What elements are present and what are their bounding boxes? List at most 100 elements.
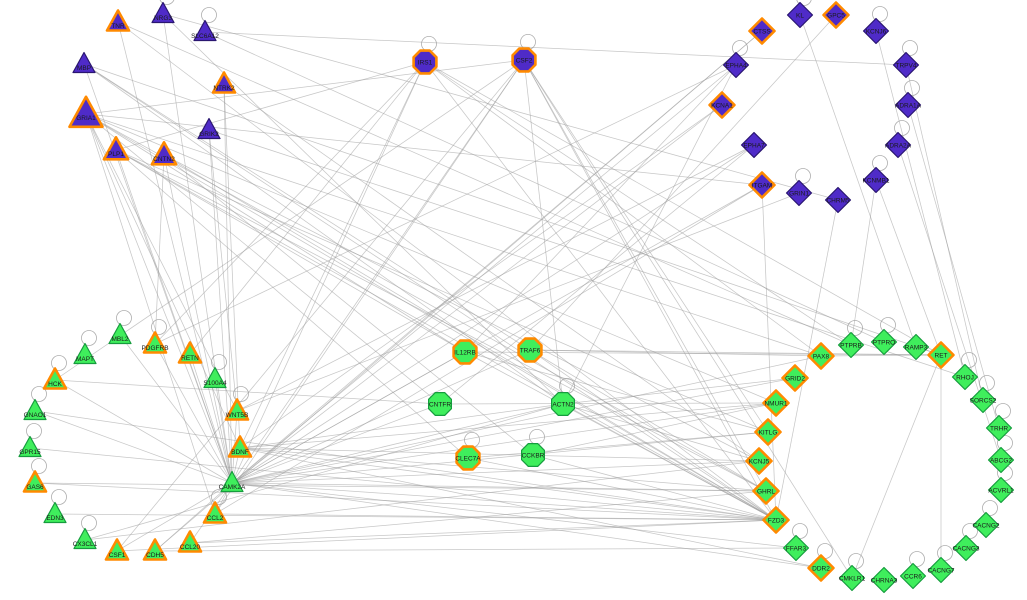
network-node-gria1[interactable]: GRIA1: [68, 95, 104, 129]
network-node-trpv4[interactable]: TRPV4: [892, 51, 920, 79]
network-node-ptprb[interactable]: PTPRB: [837, 331, 865, 359]
network-node-ffar3[interactable]: FFAR3: [782, 534, 810, 562]
network-edge: [239, 447, 777, 521]
network-node-itgam[interactable]: ITGAM: [748, 171, 776, 199]
network-node-kcnj6[interactable]: KCNJ6: [862, 17, 890, 45]
network-node-trhr[interactable]: TRHR: [985, 414, 1013, 442]
network-edge: [464, 64, 737, 353]
network-edge: [424, 61, 777, 521]
network-node-rhoj[interactable]: RHOJ: [951, 363, 979, 391]
network-edge: [761, 184, 777, 521]
network-node-ccr6[interactable]: CCR6: [899, 562, 927, 590]
octagon-shape: [511, 47, 537, 73]
network-edge: [154, 154, 165, 345]
network-node-ctss[interactable]: CTSS: [748, 17, 776, 45]
node-label: CACNG7: [927, 568, 954, 575]
node-label: CMKLR1: [839, 576, 866, 583]
network-node-cacng3[interactable]: CACNG3: [952, 534, 980, 562]
self-loop: [995, 403, 1011, 419]
network-node-mapt[interactable]: MAPT: [73, 342, 97, 365]
network-node-adra1a[interactable]: ADRA1A: [894, 91, 922, 119]
diamond-shape: [752, 477, 780, 505]
network-node-kcnj5[interactable]: KCNJ5: [745, 447, 773, 475]
network-node-acvrl1[interactable]: ACVRL1: [987, 476, 1015, 504]
network-node-il12rb[interactable]: IL12RB: [452, 339, 478, 365]
network-node-ghrl[interactable]: GHRL: [752, 477, 780, 505]
network-node-grik2[interactable]: GRIK2: [197, 117, 221, 140]
network-node-csf1[interactable]: CSF1: [104, 538, 130, 561]
network-node-grin1[interactable]: GRIN1: [785, 179, 813, 207]
network-node-pdgfrb[interactable]: PDGFRB: [141, 331, 169, 354]
node-label: PLP1: [108, 151, 124, 158]
network-node-epha4[interactable]: EPHA4: [722, 51, 750, 79]
network-node-cacng2[interactable]: CACNG2: [972, 511, 1000, 539]
network-node-edn3[interactable]: EDN3: [43, 501, 67, 524]
network-node-ret[interactable]: RET: [927, 341, 955, 369]
network-node-cmklr1[interactable]: CMKLR1: [839, 564, 866, 592]
node-label: CTSS: [753, 29, 771, 36]
network-node-tnr[interactable]: TNR: [105, 9, 131, 32]
network-node-abcg2[interactable]: ABCG2: [987, 446, 1015, 474]
network-node-s100a4[interactable]: S100A4: [203, 366, 227, 389]
network-node-cx3cl1[interactable]: CX3CL1: [73, 527, 98, 550]
network-node-gpc5[interactable]: GPC5: [822, 1, 850, 29]
network-node-ddr2[interactable]: DDR2: [807, 554, 835, 582]
network-node-chrm5[interactable]: CHRM5: [824, 186, 852, 214]
network-node-actn2[interactable]: ACTN2: [550, 392, 576, 416]
network-node-adra2a[interactable]: ADRA2A: [884, 131, 912, 159]
network-node-gas6[interactable]: GAS6: [22, 470, 48, 493]
network-node-cntfr[interactable]: CNTFR: [428, 392, 452, 416]
network-node-mbp[interactable]: MBP: [72, 51, 96, 74]
network-node-cckbr[interactable]: CCKBR: [520, 443, 546, 467]
node-label: TRHR: [990, 426, 1008, 433]
network-node-kl[interactable]: KL: [786, 1, 814, 29]
network-node-pax8[interactable]: PAX8: [807, 342, 835, 370]
network-node-epha7[interactable]: EPHA7: [740, 131, 768, 159]
network-node-plp1[interactable]: PLP1: [102, 136, 130, 161]
network-node-traf6[interactable]: TRAF6: [517, 337, 543, 363]
network-node-fzd3[interactable]: FZD3: [762, 506, 790, 534]
network-node-ramp3[interactable]: RAMP3: [902, 333, 930, 361]
network-node-hck[interactable]: HCK: [42, 367, 68, 390]
diamond-shape: [837, 331, 865, 359]
network-edge: [424, 61, 942, 356]
node-label: EDN3: [46, 515, 64, 522]
network-node-ccl2[interactable]: CCL2: [202, 501, 228, 524]
network-node-bdnf[interactable]: BDNF: [227, 435, 253, 458]
network-edge: [189, 353, 233, 484]
network-node-nrg3[interactable]: NRG3: [151, 1, 175, 24]
network-node-kcnmb1[interactable]: KCNMB1: [862, 166, 890, 194]
network-node-clec7a[interactable]: CLEC7A: [455, 445, 481, 471]
network-node-slc6a12[interactable]: SLC6A12: [191, 19, 219, 42]
network-node-cdh5[interactable]: CDH5: [142, 538, 168, 561]
network-node-ptpro[interactable]: PTPRO: [870, 328, 898, 356]
network-node-kcna1[interactable]: KCNA1: [708, 91, 736, 119]
network-node-wnt5b[interactable]: WNT5B: [224, 398, 250, 421]
octagon-shape: [412, 49, 438, 75]
network-node-gnao1[interactable]: GNAO1: [23, 398, 47, 421]
network-node-nmur1[interactable]: NMUR1: [762, 389, 790, 417]
network-node-ccl20[interactable]: CCL20: [177, 530, 203, 553]
network-node-csf2[interactable]: CSF2: [511, 47, 537, 73]
network-edge: [231, 403, 564, 484]
network-node-retn[interactable]: RETN: [177, 341, 203, 364]
diamond-shape: [884, 131, 912, 159]
network-node-irs1[interactable]: IRS1: [412, 49, 438, 75]
network-node-sorcs2[interactable]: SORCS2: [970, 386, 997, 414]
network-node-cntn2[interactable]: CNTN2: [150, 141, 178, 166]
network-edge: [532, 402, 777, 456]
network-node-ntrk2[interactable]: NTRK2: [211, 71, 237, 94]
network-node-grid2[interactable]: GRID2: [781, 364, 809, 392]
network-node-gpr15[interactable]: GPR15: [18, 435, 42, 458]
network-edge: [54, 59, 525, 381]
network-node-mbl2[interactable]: MBL2: [108, 322, 132, 345]
network-node-chrna3[interactable]: CHRNA3: [871, 566, 898, 594]
self-loop: [848, 553, 864, 569]
network-edge: [83, 63, 564, 405]
network-edge: [529, 14, 837, 351]
network-node-kitlg[interactable]: KITLG: [754, 418, 782, 446]
network-edge: [214, 378, 233, 484]
network-node-cacng7[interactable]: CACNG7: [927, 556, 955, 584]
network-node-camk2a[interactable]: CAMK2A: [219, 470, 246, 493]
